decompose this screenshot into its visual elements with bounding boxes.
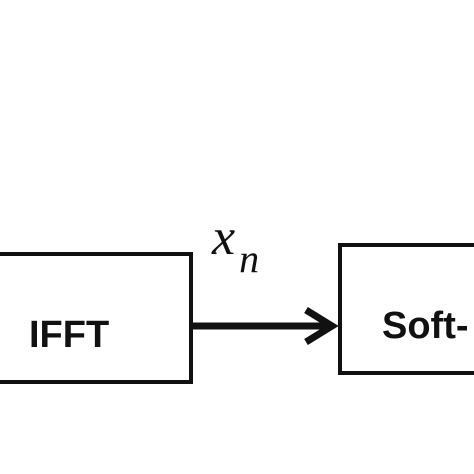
signal-arrow-head <box>304 307 339 345</box>
ifft-block-label: IFFT <box>29 314 110 356</box>
signal-symbol: x <box>212 209 236 266</box>
soft-block-label: Soft- <box>382 305 469 347</box>
soft-block <box>338 243 474 375</box>
signal-subscript: n <box>239 236 260 281</box>
ifft-block <box>0 252 193 384</box>
